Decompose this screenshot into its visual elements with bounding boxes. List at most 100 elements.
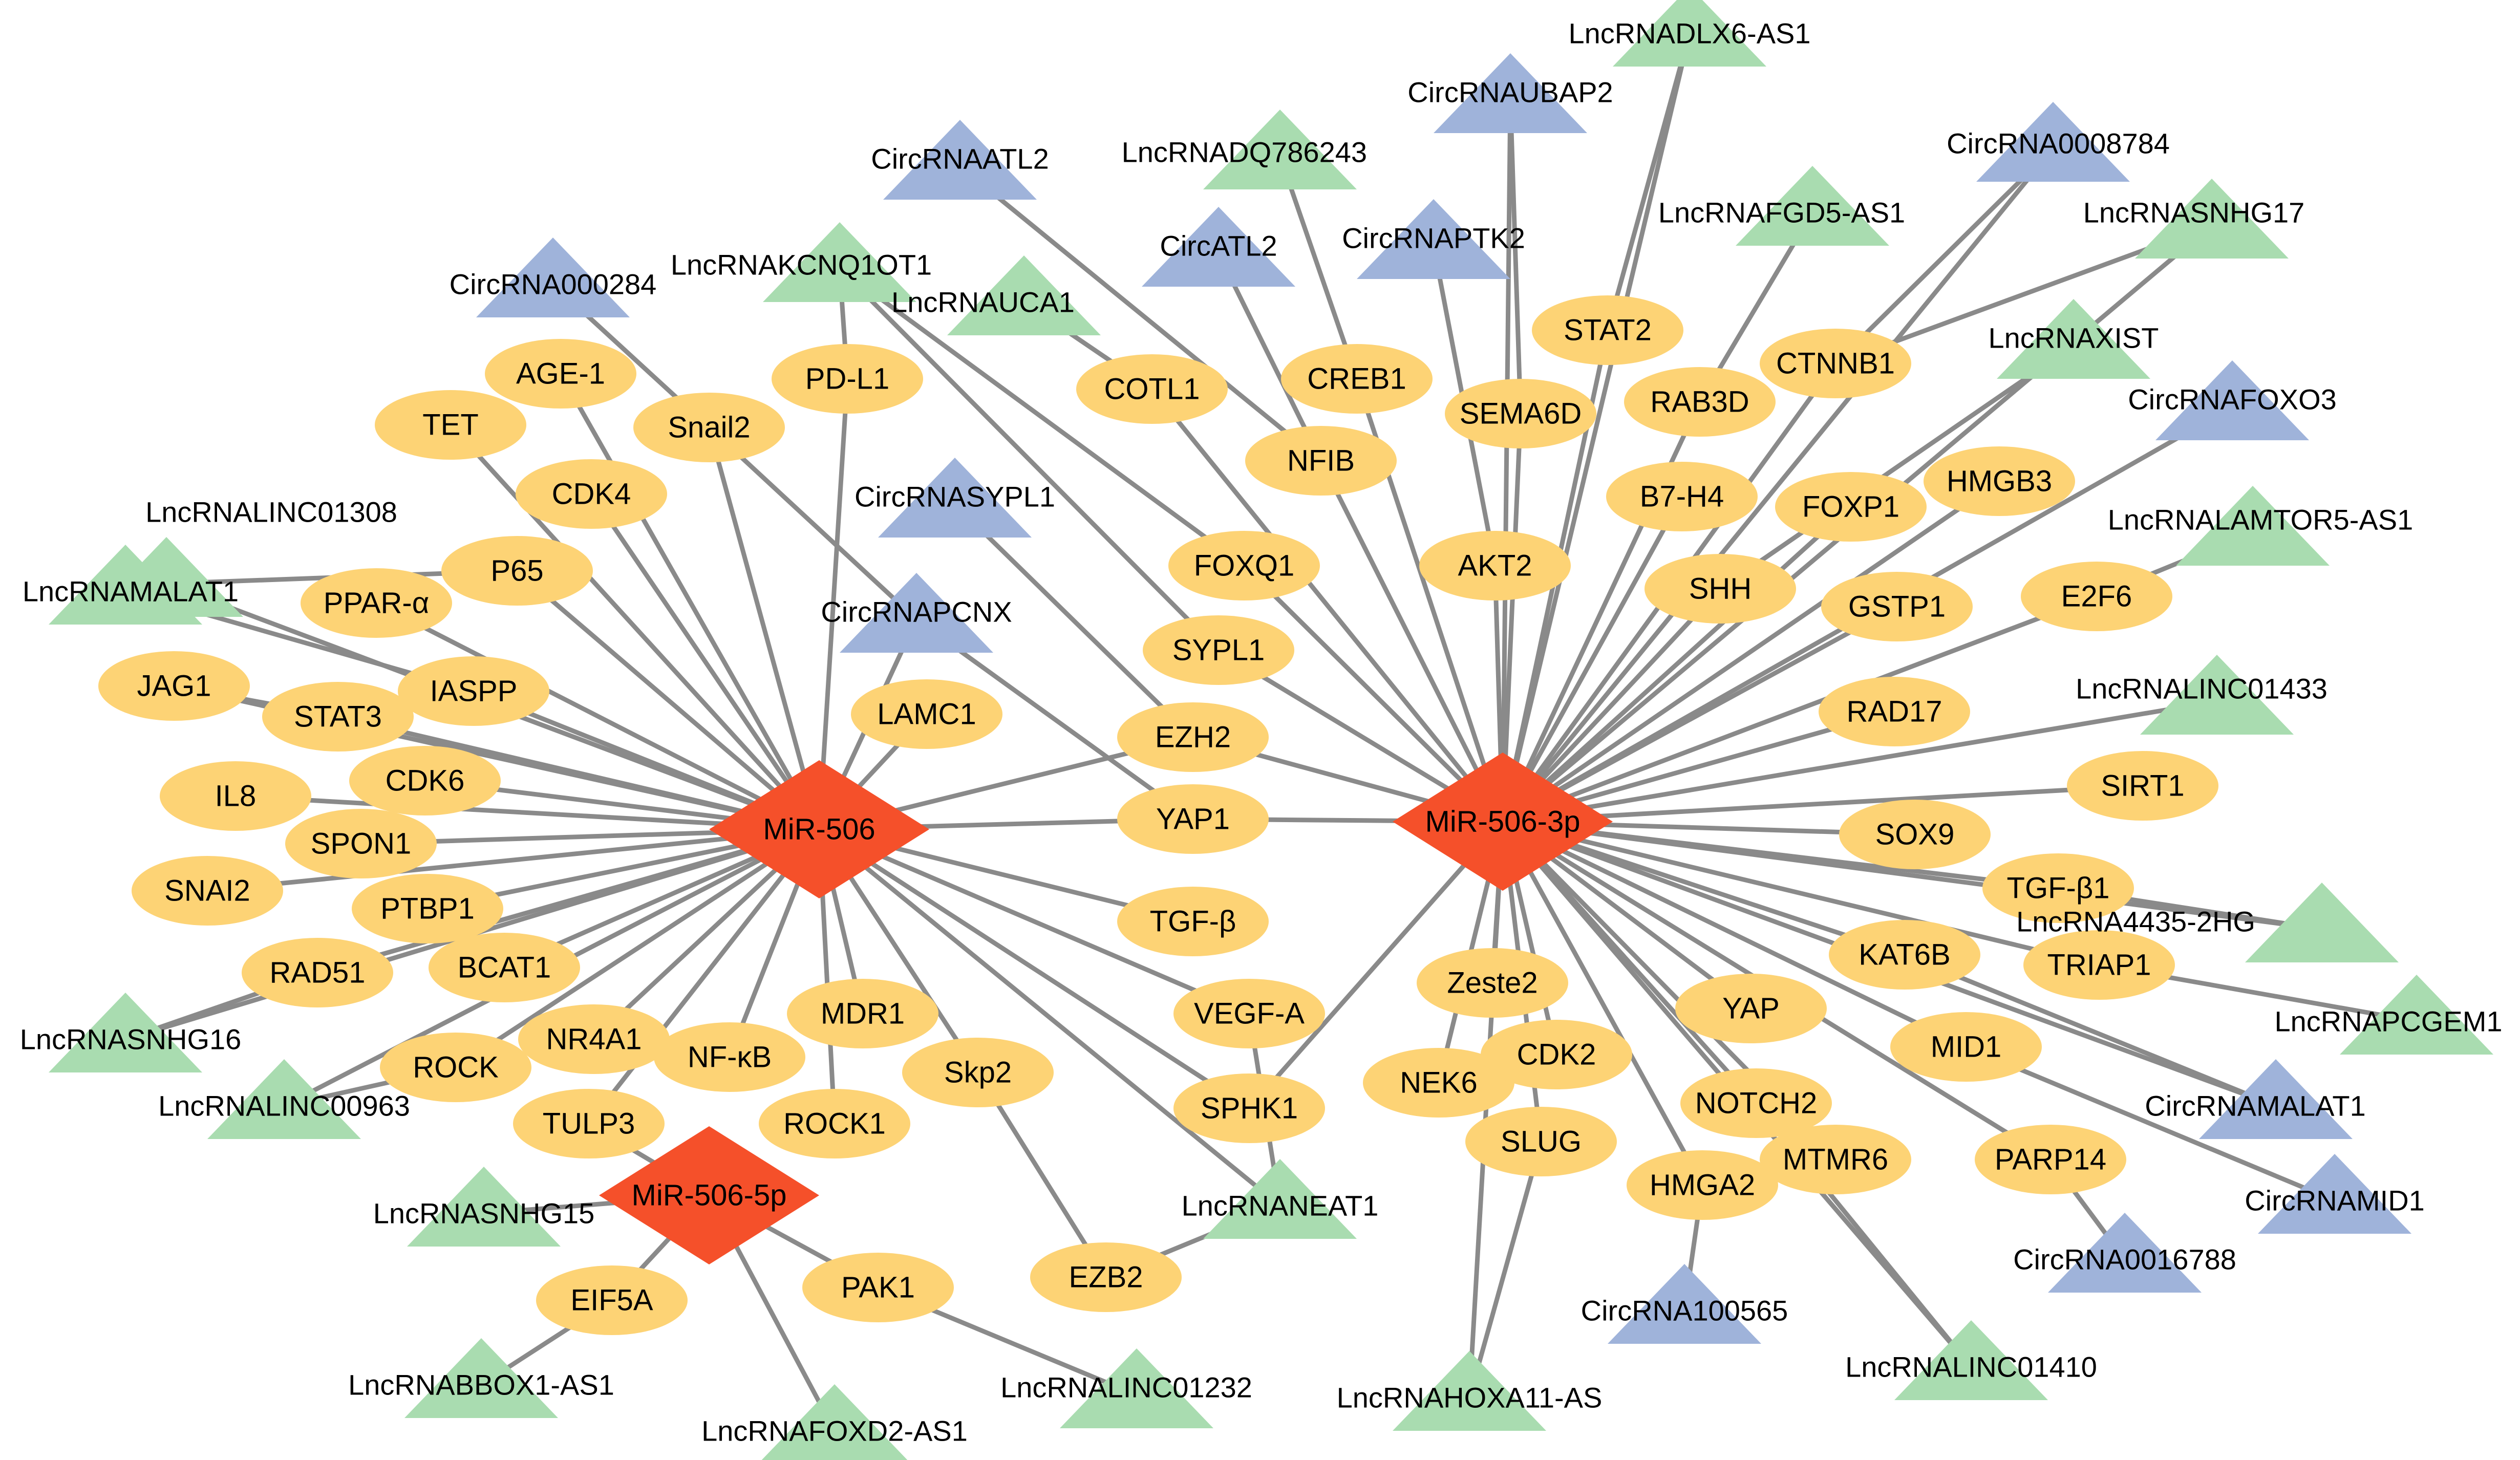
node-label-tulp3: TULP3 (543, 1107, 635, 1141)
gene-node-tet: TET (375, 390, 526, 460)
edge-m506-3p-b7h4 (1501, 495, 1684, 823)
gene-ellipse (1606, 462, 1758, 531)
node-label-circrnaubap2: CircRNAUBAP2 (1407, 76, 1613, 109)
node-label-skp2: Skp2 (944, 1056, 1012, 1089)
edge-m506-3p-l-dlx6 (1500, 32, 1692, 823)
edge-m506-snail2 (707, 426, 822, 830)
edge-m506-3p-c-0008784 (1501, 147, 2055, 823)
circrna-triangle (840, 573, 993, 653)
lncrna-triangle (1060, 1348, 1213, 1428)
node-label-circrnamalat1: CircRNAMALAT1 (2145, 1090, 2365, 1122)
gene-node-foxp1: FOXP1 (1775, 472, 1927, 542)
gene-node-sema6d: SEMA6D (1445, 379, 1596, 448)
lnc-node-lncrnauca1: LncRNAUCA1 (891, 255, 1101, 335)
node-label-bcat1: BCAT1 (458, 951, 551, 984)
edge-c-atl2-nfib (1216, 252, 1323, 462)
gene-node-skp2: Skp2 (902, 1038, 1054, 1107)
gene-ellipse (485, 339, 636, 409)
mirna-diamond (709, 760, 929, 898)
gene-ellipse (851, 679, 1002, 749)
lncrna-triangle (1203, 1159, 1357, 1239)
node-label-notch2: NOTCH2 (1695, 1087, 1817, 1120)
circrna-triangle (1976, 102, 2130, 182)
gene-node-lamc1: LAMC1 (851, 679, 1002, 749)
node-label-mir-506-3p: MiR-506-3p (1425, 805, 1581, 839)
gene-node-pak1: PAK1 (802, 1253, 954, 1322)
circrna-triangle (476, 238, 630, 317)
gene-ellipse (2023, 930, 2175, 1000)
gene-ellipse (1117, 784, 1269, 854)
gene-node-hmga2: HMGA2 (1627, 1150, 1778, 1220)
node-label-triap1: TRIAP1 (2047, 949, 2151, 982)
lncrna-triangle (1613, 0, 1766, 67)
node-label-rock: ROCK (413, 1051, 499, 1084)
gene-ellipse (1173, 979, 1325, 1048)
gene-ellipse (759, 1089, 910, 1158)
node-label-cdk2: CDK2 (1517, 1038, 1596, 1071)
gene-node-sypl1: SYPL1 (1143, 615, 1294, 685)
node-label-lncrnahoxa11-as: LncRNAHOXA11-AS (1337, 1382, 1603, 1414)
node-label-circrna0008784: CircRNA0008784 (1947, 127, 2170, 160)
node-label-circrnafoxo3: CircRNAFOXO3 (2128, 383, 2337, 416)
node-label-yap: YAP (1722, 992, 1780, 1025)
gene-node-ppar: PPAR-α (301, 568, 452, 638)
gene-node-cdk6: CDK6 (349, 746, 501, 815)
node-label-circrnaptk2: CircRNAPTK2 (1342, 222, 1525, 254)
node-label-lncrnadlx6-as1: LncRNADLX6-AS1 (1568, 17, 1810, 50)
gene-ellipse (429, 933, 580, 1002)
gene-ellipse (1281, 344, 1433, 414)
gene-ellipse (633, 393, 785, 462)
lncrna-triangle (1393, 1351, 1546, 1431)
gene-ellipse (1417, 948, 1568, 1018)
lncrna-triangle (404, 1338, 558, 1418)
lnc-node-lncrnapcgem1: LncRNAPCGEM1 (2274, 975, 2503, 1055)
node-label-lncrnafoxd2-as1: LncRNAFOXD2-AS1 (701, 1415, 968, 1447)
gene-ellipse (98, 651, 250, 721)
circrna-triangle (2258, 1154, 2411, 1234)
gene-node-ezh2: EZH2 (1117, 702, 1269, 772)
node-label-mdr1: MDR1 (821, 997, 905, 1030)
gene-node-ctnnb1: CTNNB1 (1760, 329, 1911, 398)
edge-c-0008784-ctnnb1 (1833, 146, 2055, 366)
node-label-tgf-1: TGF-β1 (2007, 872, 2110, 905)
gene-ellipse (1645, 554, 1796, 624)
lnc-node-lncrnabbox1-as1: LncRNABBOX1-AS1 (348, 1338, 614, 1418)
node-label-p65: P65 (490, 554, 543, 588)
edge-m506-3p-l-01433 (1502, 699, 2217, 824)
gene-node-pd-l1: PD-L1 (772, 344, 923, 414)
mirna-diamond (1393, 753, 1613, 891)
circrna-triangle (1142, 207, 1295, 287)
node-label-slug: SLUG (1501, 1125, 1582, 1158)
node-label-nf-b: NF-κB (688, 1041, 772, 1074)
node-label-mtmr6: MTMR6 (1783, 1143, 1888, 1176)
lnc-node-lncrnalamtor5-as1: LncRNALAMTOR5-AS1 (2108, 486, 2413, 566)
edge-l-hoxa11-slug (1467, 1141, 1544, 1399)
lnc-node-lncrnadlx6-as1: LncRNADLX6-AS1 (1568, 0, 1811, 67)
lnc-node-lncrnaneat1: LncRNANEAT1 (1182, 1159, 1378, 1239)
lncrna-triangle (1203, 110, 1357, 189)
node-label-stat3: STAT3 (294, 700, 382, 734)
gene-ellipse (1890, 1012, 2042, 1082)
gene-ellipse (2067, 751, 2218, 821)
gene-ellipse (1829, 920, 1980, 990)
lnc-node-lncrnasnhg15: LncRNASNHG15 (373, 1167, 594, 1247)
gene-ellipse (1839, 800, 1991, 869)
circ-node-circrnaatl2: CircRNAATL2 (871, 120, 1049, 200)
node-label-tet: TET (422, 409, 479, 442)
circrna-triangle (878, 458, 1032, 538)
edge-m506-3p-hmgb3 (1501, 479, 2001, 824)
gene-node-iaspp: IASPP (398, 656, 549, 726)
gene-ellipse (1419, 531, 1571, 600)
node-label-mid1: MID1 (1931, 1030, 2002, 1064)
gene-ellipse (1775, 472, 1927, 542)
gene-ellipse (654, 1022, 805, 1092)
circ-node-circrnaubap2: CircRNAUBAP2 (1407, 53, 1613, 133)
gene-node-triap1: TRIAP1 (2023, 930, 2175, 1000)
node-label-shh: SHH (1689, 572, 1752, 606)
lncrna-triangle (49, 545, 202, 625)
edge-m506-p65 (516, 569, 821, 831)
gene-node-gstp1: GSTP1 (1821, 572, 1973, 641)
node-label-circrna0016788: CircRNA0016788 (2013, 1243, 2236, 1276)
node-label-rab3d: RAB3D (1650, 385, 1749, 419)
